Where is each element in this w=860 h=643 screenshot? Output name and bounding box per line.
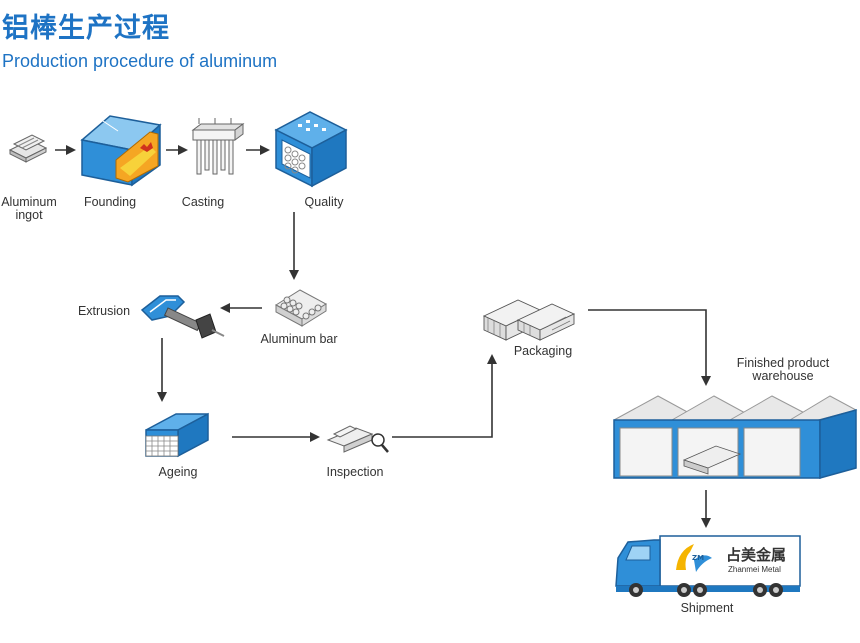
label-quality: Quality	[304, 195, 344, 209]
label-ageing: Ageing	[158, 465, 198, 479]
label-aluminum-bar: Aluminum bar	[260, 332, 338, 346]
furnace-icon	[80, 115, 162, 187]
packaging-icon	[482, 299, 576, 341]
extrusion-icon	[140, 295, 225, 339]
arrow-inspection-packaging	[392, 354, 497, 438]
label-casting: Casting	[181, 195, 225, 209]
ageing-icon	[145, 412, 209, 458]
label-shipment: Shipment	[680, 601, 734, 615]
aluminum-bar-icon	[275, 289, 327, 327]
label-extrusion: Extrusion	[77, 304, 131, 318]
truck-icon	[615, 535, 801, 597]
casting-icon	[191, 118, 245, 175]
truck-logo-mark: ZM	[692, 554, 704, 562]
truck-brand-cn: 占美金属	[726, 546, 786, 564]
page-title-cn: 铝棒生产过程	[2, 13, 170, 44]
quality-icon	[274, 111, 348, 188]
ingot-icon	[8, 134, 48, 163]
inspection-icon	[326, 425, 389, 453]
arrow-packaging-warehouse	[588, 309, 711, 386]
label-founding: Founding	[83, 195, 137, 209]
truck-brand-en: Zhanmei Metal	[728, 565, 781, 574]
page-title-en: Production procedure of aluminum	[2, 51, 278, 71]
label-ingot: Aluminum ingot	[1, 195, 57, 222]
connectors	[55, 145, 711, 528]
label-warehouse: Finished product warehouse	[736, 356, 830, 383]
label-packaging: Packaging	[513, 344, 573, 358]
label-inspection: Inspection	[326, 465, 384, 479]
warehouse-icon	[613, 395, 858, 479]
